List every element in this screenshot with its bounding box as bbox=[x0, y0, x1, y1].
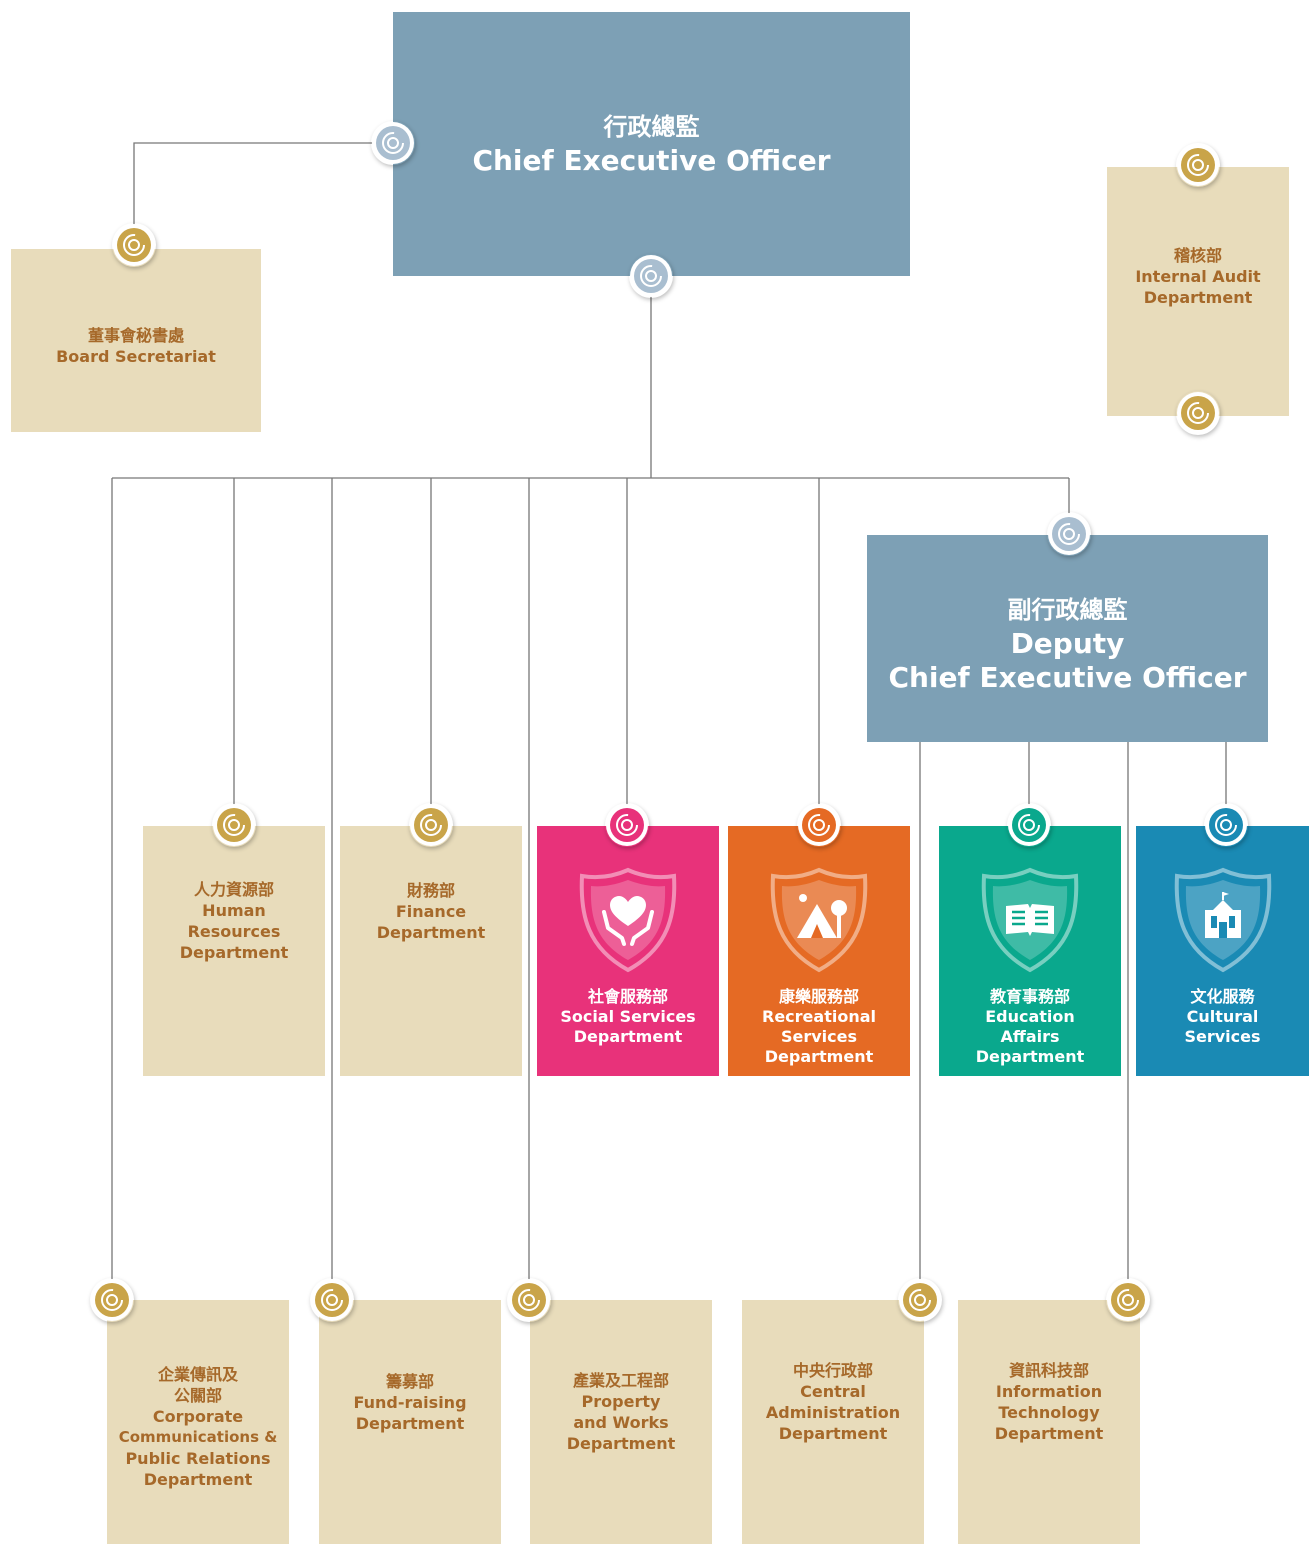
hr-department-box: 人力資源部 Human Resources Department bbox=[143, 826, 325, 1076]
board-secretariat-box: 董事會秘書處 Board Secretariat bbox=[11, 249, 261, 432]
corporate-title-en-1: Corporate bbox=[152, 1407, 244, 1426]
board-title-en: Board Secretariat bbox=[56, 346, 216, 366]
board-node bbox=[112, 223, 156, 267]
ceo-box: 行政總監 Chief Executive Officer bbox=[393, 12, 910, 276]
hr-title-en-1: Human bbox=[202, 901, 266, 920]
corporate-title-zh-1: 企業傳訊及 bbox=[157, 1365, 238, 1384]
central-title-zh: 中央行政部 bbox=[792, 1361, 873, 1380]
audit-title-zh: 稽核部 bbox=[1173, 246, 1222, 265]
cultural-node bbox=[1204, 803, 1248, 847]
education-title-en-2: Affairs bbox=[1000, 1027, 1060, 1046]
cultural-services-box: 文化服務 Cultural Services bbox=[1136, 826, 1309, 1076]
ceo-bottom-node bbox=[629, 254, 673, 298]
corporate-node bbox=[90, 1278, 134, 1322]
property-title-en-2: and Works bbox=[573, 1413, 669, 1432]
finance-title-zh: 財務部 bbox=[406, 880, 455, 900]
it-title-zh: 資訊科技部 bbox=[1008, 1361, 1089, 1380]
heart-hands-icon bbox=[579, 867, 677, 973]
central-title-en-2: Administration bbox=[765, 1403, 901, 1422]
deputy-title-zh: 副行政總監 bbox=[1007, 595, 1128, 624]
audit-bottom-node bbox=[1176, 391, 1220, 435]
hr-node bbox=[212, 803, 256, 847]
corporate-title-zh-2: 公關部 bbox=[173, 1386, 222, 1405]
corporate-communications-box: 企業傳訊及 公關部 Corporate Communications & Pub… bbox=[107, 1300, 289, 1544]
board-title-zh: 董事會秘書處 bbox=[87, 325, 184, 345]
finance-title-en-2: Department bbox=[376, 922, 486, 942]
cultural-title-en-2: Services bbox=[1184, 1027, 1261, 1046]
social-title-en-1: Social Services bbox=[560, 1007, 696, 1026]
social-services-box: 社會服務部 Social Services Department bbox=[537, 826, 719, 1076]
education-title-en-1: Education bbox=[985, 1007, 1075, 1026]
education-title-en-3: Department bbox=[975, 1047, 1085, 1066]
fundraising-title-zh: 籌募部 bbox=[385, 1371, 434, 1391]
recreational-title-en-2: Services bbox=[780, 1027, 858, 1046]
property-works-box: 產業及工程部 Property and Works Department bbox=[530, 1300, 712, 1544]
fundraising-title-en-2: Department bbox=[355, 1413, 465, 1433]
building-icon bbox=[1174, 867, 1271, 973]
hr-title-zh: 人力資源部 bbox=[193, 880, 274, 899]
audit-top-node bbox=[1176, 143, 1220, 187]
it-title-en-1: Information bbox=[995, 1382, 1103, 1401]
deputy-node bbox=[1047, 512, 1091, 556]
deputy-title-en-1: Deputy bbox=[1010, 626, 1125, 660]
central-title-en-3: Department bbox=[778, 1424, 888, 1443]
recreational-services-box: 康樂服務部 Recreational Services Department bbox=[728, 826, 910, 1076]
it-node bbox=[1106, 1278, 1150, 1322]
ceo-title-en: Chief Executive Officer bbox=[472, 144, 831, 177]
education-affairs-box: 教育事務部 Education Affairs Department bbox=[939, 826, 1121, 1076]
corporate-title-en-3: Public Relations bbox=[125, 1449, 271, 1468]
social-title-zh: 社會服務部 bbox=[587, 987, 668, 1006]
audit-title-en-1: Internal Audit bbox=[1135, 267, 1261, 286]
property-title-en-3: Department bbox=[566, 1434, 676, 1453]
finance-node bbox=[409, 803, 453, 847]
ceo-left-node bbox=[371, 121, 415, 165]
internal-audit-box: 稽核部 Internal Audit Department bbox=[1107, 167, 1289, 416]
property-title-en-1: Property bbox=[581, 1392, 661, 1411]
cultural-title-zh: 文化服務 bbox=[1190, 987, 1255, 1006]
corporate-title-en-4: Department bbox=[143, 1470, 253, 1489]
recreational-node bbox=[797, 803, 841, 847]
central-title-en-1: Central bbox=[800, 1382, 866, 1401]
education-node bbox=[1007, 803, 1051, 847]
recreational-title-en-1: Recreational bbox=[762, 1007, 876, 1026]
hr-title-en-2: Resources bbox=[187, 922, 281, 941]
property-node bbox=[507, 1278, 551, 1322]
central-administration-box: 中央行政部 Central Administration Department bbox=[742, 1300, 924, 1544]
deputy-ceo-box: 副行政總監 Deputy Chief Executive Officer bbox=[867, 535, 1268, 742]
finance-department-box: 財務部 Finance Department bbox=[340, 826, 522, 1076]
recreational-title-en-3: Department bbox=[764, 1047, 874, 1066]
book-icon bbox=[981, 867, 1079, 973]
it-title-en-3: Department bbox=[994, 1424, 1104, 1443]
social-title-en-2: Department bbox=[573, 1027, 683, 1046]
finance-title-en-1: Finance bbox=[395, 901, 467, 921]
corporate-title-en-2: Communications & bbox=[118, 1428, 278, 1446]
education-title-zh: 教育事務部 bbox=[989, 987, 1070, 1006]
fundraising-box: 籌募部 Fund-raising Department bbox=[319, 1300, 501, 1544]
deputy-title-en-2: Chief Executive Officer bbox=[888, 660, 1247, 694]
hr-title-en-3: Department bbox=[179, 943, 289, 962]
ceo-to-board-line bbox=[133, 142, 393, 245]
ceo-title-zh: 行政總監 bbox=[603, 113, 700, 141]
recreational-title-zh: 康樂服務部 bbox=[778, 987, 859, 1006]
cultural-title-en-1: Cultural bbox=[1186, 1007, 1259, 1026]
social-node bbox=[605, 803, 649, 847]
tent-icon bbox=[770, 867, 868, 973]
fundraising-node bbox=[310, 1278, 354, 1322]
central-node bbox=[898, 1278, 942, 1322]
information-technology-box: 資訊科技部 Information Technology Department bbox=[958, 1300, 1140, 1544]
property-title-zh: 產業及工程部 bbox=[572, 1371, 669, 1390]
fundraising-title-en-1: Fund-raising bbox=[353, 1392, 467, 1412]
audit-title-en-2: Department bbox=[1143, 288, 1253, 307]
it-title-en-2: Technology bbox=[998, 1403, 1100, 1422]
